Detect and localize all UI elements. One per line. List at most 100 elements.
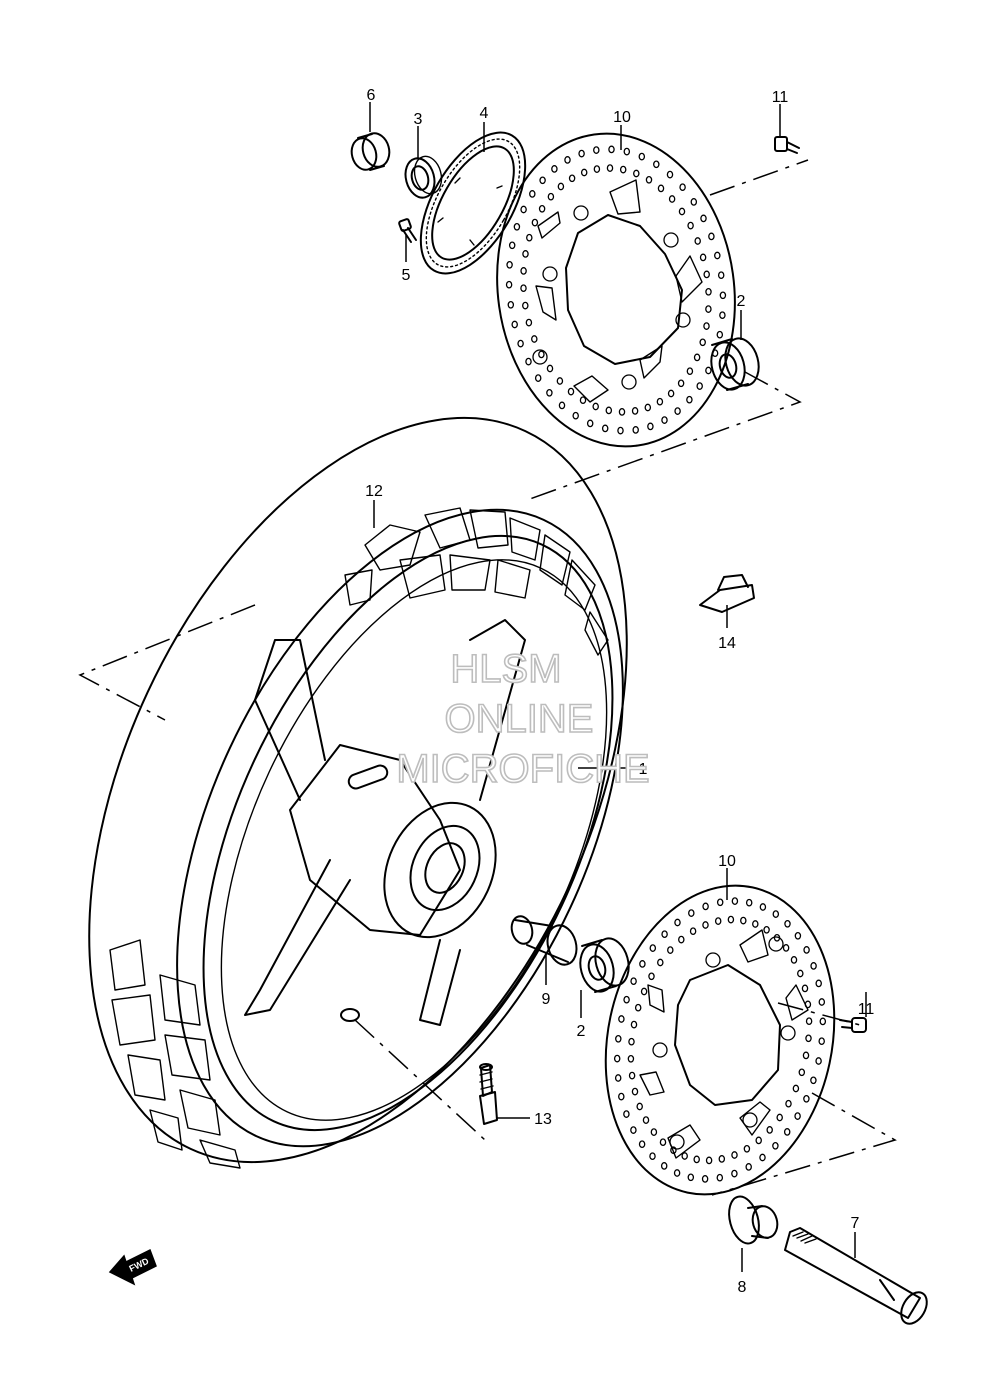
vent-hole xyxy=(630,1020,638,1029)
vent-hole xyxy=(613,1054,621,1063)
vent-hole xyxy=(618,408,626,416)
vent-hole xyxy=(674,407,681,415)
callout-7: 8 xyxy=(738,1279,747,1296)
callout-numbers: 6 3 4 5 10 11 2 12 14 1 10 9 2 11 13 7 8 xyxy=(365,87,874,1296)
wheel-guide-line-left xyxy=(78,604,256,721)
part-2-bearing-lower xyxy=(579,937,630,993)
leader-lines xyxy=(369,102,867,1272)
vent-hole xyxy=(578,149,585,158)
vent-hole xyxy=(531,218,539,227)
vent-hole xyxy=(567,387,575,396)
vent-hole xyxy=(520,267,527,275)
vent-hole xyxy=(642,1116,650,1124)
vent-hole xyxy=(520,205,527,214)
callout-9: 9 xyxy=(542,991,551,1008)
vent-hole xyxy=(630,977,637,986)
vent-hole xyxy=(627,1054,635,1063)
disc-lower-vent-holes xyxy=(613,897,827,1183)
vent-hole xyxy=(773,933,781,942)
vent-hole xyxy=(719,291,727,300)
vent-hole xyxy=(702,902,709,911)
vent-hole xyxy=(517,339,524,348)
vent-hole xyxy=(580,168,588,177)
callout-10-lower: 10 xyxy=(718,853,736,870)
vent-hole xyxy=(647,422,654,431)
vent-hole xyxy=(653,160,660,169)
vent-hole xyxy=(666,170,674,179)
vent-hole xyxy=(636,1102,643,1111)
vent-hole xyxy=(556,377,564,385)
vent-hole xyxy=(538,204,546,213)
vent-hole xyxy=(731,897,739,905)
vent-hole xyxy=(810,1076,817,1085)
callout-10-upper: 10 xyxy=(613,109,631,126)
vent-hole xyxy=(772,910,780,918)
vent-hole xyxy=(608,145,615,154)
part-10-brake-disc-lower xyxy=(604,884,836,1196)
vent-hole xyxy=(618,1092,625,1101)
vent-hole xyxy=(798,1068,806,1077)
callout-11-lower: 11 xyxy=(858,1001,875,1018)
vent-hole xyxy=(705,287,712,296)
vent-hole xyxy=(794,931,802,940)
vent-hole xyxy=(699,338,706,347)
part-8-bushing xyxy=(350,132,391,171)
vent-hole xyxy=(694,237,701,245)
watermark-line-1: HLSM xyxy=(450,647,561,691)
vent-hole xyxy=(731,1151,738,1159)
vent-hole xyxy=(507,300,515,309)
vent-hole xyxy=(708,232,715,241)
vent-hole xyxy=(617,426,624,435)
vent-hole xyxy=(661,416,668,424)
vent-hole xyxy=(782,944,790,952)
vent-hole xyxy=(564,156,571,164)
vent-hole xyxy=(618,1015,625,1023)
vent-hole xyxy=(505,280,513,289)
callout-13: 13 xyxy=(534,1111,552,1128)
vent-hole xyxy=(650,1128,658,1136)
vent-hole xyxy=(593,165,601,173)
vent-hole xyxy=(526,233,533,242)
lower-disc-guide-line xyxy=(777,1002,861,1026)
vent-hole xyxy=(681,1152,688,1160)
vent-hole xyxy=(529,190,536,198)
vent-hole xyxy=(673,1169,681,1177)
vent-hole xyxy=(657,958,664,967)
callout-1: 1 xyxy=(639,761,648,778)
part-13-valve xyxy=(479,1063,498,1125)
vent-hole xyxy=(601,424,609,433)
lower-axle-guide-line xyxy=(711,1092,897,1196)
vent-hole xyxy=(586,419,594,428)
vent-hole xyxy=(661,930,668,939)
vent-hole xyxy=(534,374,542,382)
vent-hole xyxy=(511,320,518,329)
vent-hole xyxy=(657,184,665,193)
vent-hole xyxy=(731,1169,738,1178)
vent-hole xyxy=(649,1152,656,1161)
vent-hole xyxy=(670,1146,677,1155)
vent-hole xyxy=(638,1140,646,1149)
vent-hole xyxy=(718,1155,726,1163)
callout-11-upper: 11 xyxy=(772,89,789,106)
vent-hole xyxy=(525,318,533,327)
part-5-screw xyxy=(398,218,417,243)
vent-hole xyxy=(619,165,627,174)
vent-hole xyxy=(705,305,712,313)
vent-hole xyxy=(693,1155,700,1164)
vent-hole xyxy=(623,995,630,1004)
vent-hole xyxy=(818,1037,825,1046)
vent-hole xyxy=(717,271,725,280)
part-11-bolt-upper xyxy=(774,136,800,154)
vent-hole xyxy=(766,1126,773,1134)
vent-hole xyxy=(520,284,527,293)
vent-hole xyxy=(719,311,726,320)
callout-3: 3 xyxy=(414,111,423,128)
vent-hole xyxy=(513,222,521,231)
part-4-sensor-ring xyxy=(419,131,527,275)
vent-hole xyxy=(614,1074,622,1082)
part-9-spacer xyxy=(510,915,578,966)
vent-hole xyxy=(797,969,804,978)
vent-hole xyxy=(656,397,664,406)
callout-6: 7 xyxy=(851,1215,860,1232)
